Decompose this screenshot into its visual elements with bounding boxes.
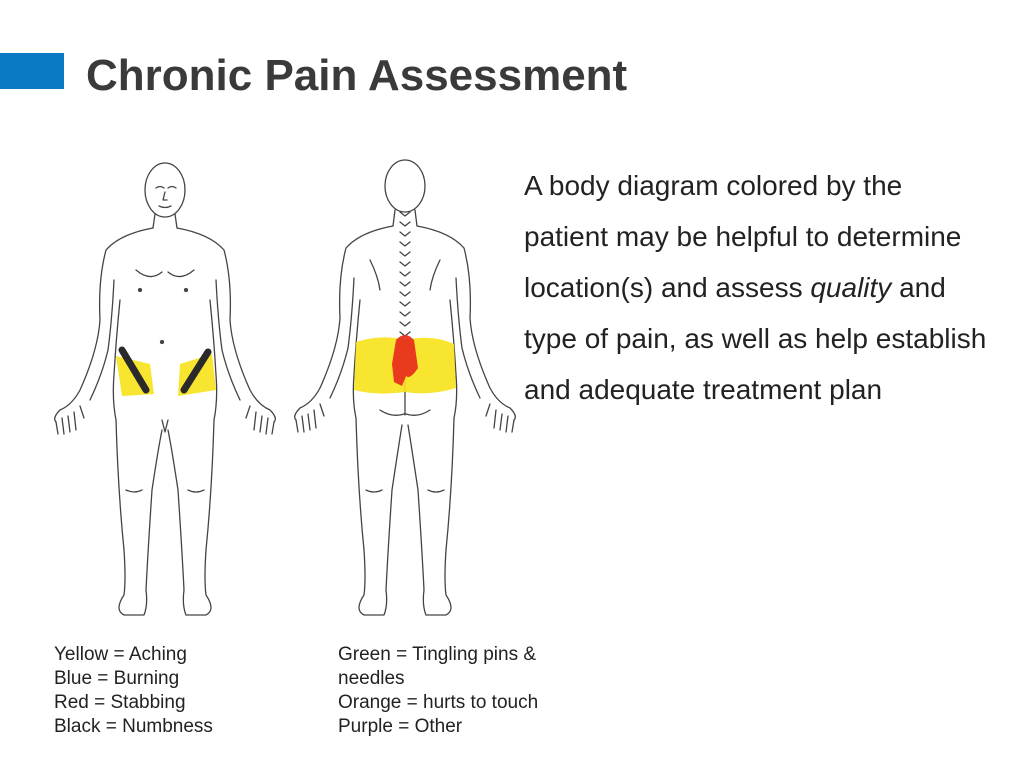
- back-pain-marks: [354, 335, 456, 394]
- description-part-2: and type of pain, as well as help establ…: [524, 272, 987, 405]
- page-title: Chronic Pain Assessment: [86, 51, 628, 100]
- body-diagram: [54, 159, 516, 616]
- legend-item: Red = Stabbing: [54, 692, 186, 713]
- legend-item: Yellow = Aching: [54, 644, 187, 665]
- legend-right: Green = Tingling pins & needles Orange =…: [338, 643, 578, 739]
- back-body-figure: [294, 159, 516, 616]
- description-part-1: A body diagram colored by the patient ma…: [524, 170, 962, 303]
- front-body-figure: [54, 162, 276, 616]
- legend-item: Green = Tingling pins & needles: [338, 644, 537, 689]
- legend-item: Black = Numbness: [54, 716, 213, 737]
- legend-item: Purple = Other: [338, 716, 463, 737]
- accent-bar: [0, 53, 64, 89]
- legend-item: Orange = hurts to touch: [338, 692, 539, 713]
- description-text: A body diagram colored by the patient ma…: [524, 160, 994, 415]
- front-pain-marks: [116, 346, 216, 396]
- legend-item: Blue = Burning: [54, 668, 180, 689]
- description-emphasis: quality: [810, 272, 892, 303]
- legend-left: Yellow = Aching Blue = Burning Red = Sta…: [54, 643, 294, 739]
